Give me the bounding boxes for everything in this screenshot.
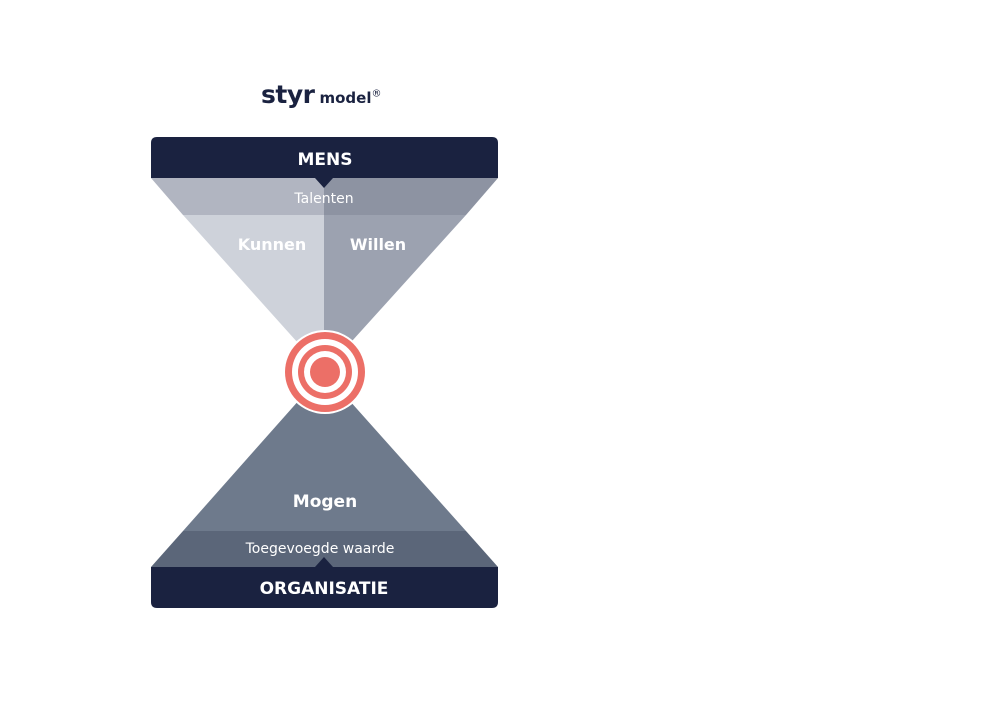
mogen-section <box>183 372 466 531</box>
talenten-band-right <box>324 178 498 215</box>
mens-pointer <box>315 178 333 188</box>
mens-bar-shape <box>151 137 498 178</box>
willen-label: Willen <box>350 235 406 254</box>
talenten-label: Talenten <box>293 191 353 207</box>
kunnen-section <box>183 215 324 372</box>
toegevoegde-waarde-label: Toegevoegde waarde <box>245 541 395 557</box>
kunnen-label: Kunnen <box>238 235 307 254</box>
target-icon <box>283 330 367 414</box>
organisatie-pointer <box>315 557 333 567</box>
logo-subtitle: model <box>319 89 372 107</box>
organisatie-label: ORGANISATIE <box>260 579 389 599</box>
mens-label: MENS <box>297 150 352 170</box>
mogen-label: Mogen <box>293 492 357 512</box>
organisatie-bar-shape <box>151 567 498 608</box>
talenten-band-left <box>151 178 324 215</box>
mens-bar <box>151 137 498 188</box>
organisatie-bar <box>151 557 498 608</box>
toegevoegde-waarde-band <box>151 531 498 567</box>
talenten-band <box>151 178 498 215</box>
logo-wordmark: styr <box>261 80 315 109</box>
willen-section <box>324 215 466 372</box>
logo-registered-mark: ® <box>371 88 382 100</box>
